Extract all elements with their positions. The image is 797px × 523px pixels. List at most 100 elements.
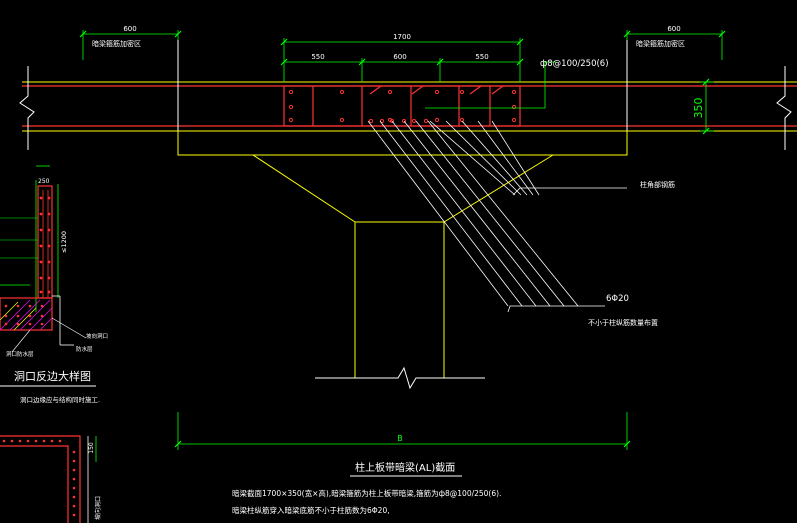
plan-dot (72, 513, 76, 517)
detail-rebar-dot (39, 260, 43, 264)
detail-rebar-dot (47, 196, 51, 200)
plan-small-dim: 150 (88, 442, 95, 454)
rebar-dot-top (434, 89, 440, 95)
plan-dot (50, 439, 54, 443)
detail-width-dim: 250 (38, 178, 50, 185)
plan-side-label: 坡向洞口 (94, 496, 102, 520)
column-bar-leader-line (477, 120, 534, 196)
detail-rebar-dot (47, 290, 51, 294)
column-bar-leader-line (429, 120, 516, 196)
detail-rebar-dot (4, 322, 8, 326)
detail-rebar-dot (39, 228, 43, 232)
detail-leader-3: 洞口防水层 (6, 350, 34, 358)
detail-rebar-dot (28, 304, 32, 308)
plan-dot (72, 450, 76, 454)
rebar-dot-top (511, 89, 517, 95)
plan-hatch-dots (2, 439, 76, 517)
plan-dot (72, 495, 76, 499)
detail-rebar-dot (39, 244, 43, 248)
label-column-rebar: 柱角部钢筋 (640, 180, 675, 189)
detail-rebar-dot (16, 304, 20, 308)
column-bar-leader-line (445, 120, 522, 196)
rebar-dot-top (339, 89, 345, 95)
labels: 暗梁箍筋加密区 暗梁箍筋加密区 柱角部钢筋 不小于柱纵筋数量布置 (92, 39, 685, 327)
bar-leader-line (427, 120, 579, 307)
drawing-title-block: 柱上板带暗梁(AL)截面 (350, 461, 462, 477)
plan-dot (18, 439, 22, 443)
note-line-1: 暗梁截面1700×350(宽×高),暗梁箍筋为柱上板带暗梁,箍筋为ф8@100/… (232, 488, 501, 498)
beam-reinforcement-cage (283, 85, 521, 127)
detail-title: 洞口反边大样图 (14, 369, 91, 383)
detail-opening-upturn (0, 185, 87, 353)
rebar-dots (288, 89, 517, 124)
rebar-dot-bottom (339, 117, 345, 123)
bar-leader-line (415, 120, 565, 307)
detail-leader-2: 防水层 (76, 345, 93, 353)
rebar-dot-column (368, 118, 374, 124)
rebar-dot-side (288, 104, 294, 110)
dim-depth: 350 (692, 98, 705, 119)
detail-rebar-dot (39, 212, 43, 216)
plan-dot (72, 459, 76, 463)
rebar-dot-column (423, 118, 429, 124)
label-bottom-bars: 6Φ20 (606, 294, 629, 304)
drawing-title: 柱上板带暗梁(AL)截面 (355, 461, 455, 474)
dim-seg-left: 550 (311, 53, 324, 61)
plan-dot (10, 439, 14, 443)
plan-dot (34, 439, 38, 443)
detail-rebar-dot (47, 276, 51, 280)
detail-rebar-dot (47, 228, 51, 232)
plan-dot (72, 486, 76, 490)
detail-rebar-dot (4, 314, 8, 318)
bar-leader-line (367, 120, 509, 307)
rebar-dot-top (288, 89, 294, 95)
break-line-left (19, 66, 35, 150)
dim-seg-mid: 600 (393, 53, 406, 61)
plan-dot (42, 439, 46, 443)
bar-leader-line (391, 120, 537, 307)
column-cap-outline (177, 131, 628, 390)
rebar-dot-column (389, 118, 395, 124)
plan-dot (2, 439, 6, 443)
detail-height-dim: ≤1200 (60, 231, 68, 253)
detail-rebar-dot (39, 290, 43, 294)
detail-rebar-dot (40, 322, 44, 326)
label-stirrup: ф8@100/250(6) (540, 59, 609, 69)
dim-total: 1700 (393, 33, 411, 41)
detail-rebar-dot (40, 314, 44, 318)
dimension-lines (35, 30, 723, 450)
label-note-under-bars: 不小于柱纵筋数量布置 (588, 318, 658, 327)
bar-leader-line (379, 120, 523, 307)
detail-leader-1: 坡向洞口 (86, 332, 108, 340)
dim-top-left: 600 (123, 25, 136, 33)
detail-rebar-dot (16, 314, 20, 318)
rebar-dot-bottom (434, 117, 440, 123)
rebar-leader-lines (367, 120, 579, 307)
rebar-dot-top (387, 89, 393, 95)
detail-rebar-dot (16, 322, 20, 326)
plan-dot (58, 439, 62, 443)
detail-rebar-dot (39, 196, 43, 200)
plan-dot (72, 468, 76, 472)
plan-dot (26, 439, 30, 443)
detail-rebar-dot (39, 276, 43, 280)
dim-bottom-b: B (397, 434, 403, 443)
detail-rebar-dot (4, 304, 8, 308)
detail-rebar-dot (40, 304, 44, 308)
plan-dot (72, 477, 76, 481)
dim-top-right: 600 (667, 25, 680, 33)
rebar-dot-side (511, 104, 517, 110)
rebar-dot-column (411, 118, 417, 124)
label-zone-right: 暗梁箍筋加密区 (636, 39, 685, 48)
detail-rebar-dot (28, 322, 32, 326)
rebar-dot-bottom (511, 117, 517, 123)
rebar-dot-bottom (288, 117, 294, 123)
detail-hatch (0, 299, 53, 331)
column-break-line (315, 366, 485, 390)
column-bar-leader-line (491, 120, 540, 196)
dim-seg-right: 550 (475, 53, 488, 61)
column-bar-leader-line (461, 120, 528, 196)
detail-rebar-dot (47, 260, 51, 264)
plan-fragment (0, 435, 97, 523)
plan-dot (72, 504, 76, 508)
